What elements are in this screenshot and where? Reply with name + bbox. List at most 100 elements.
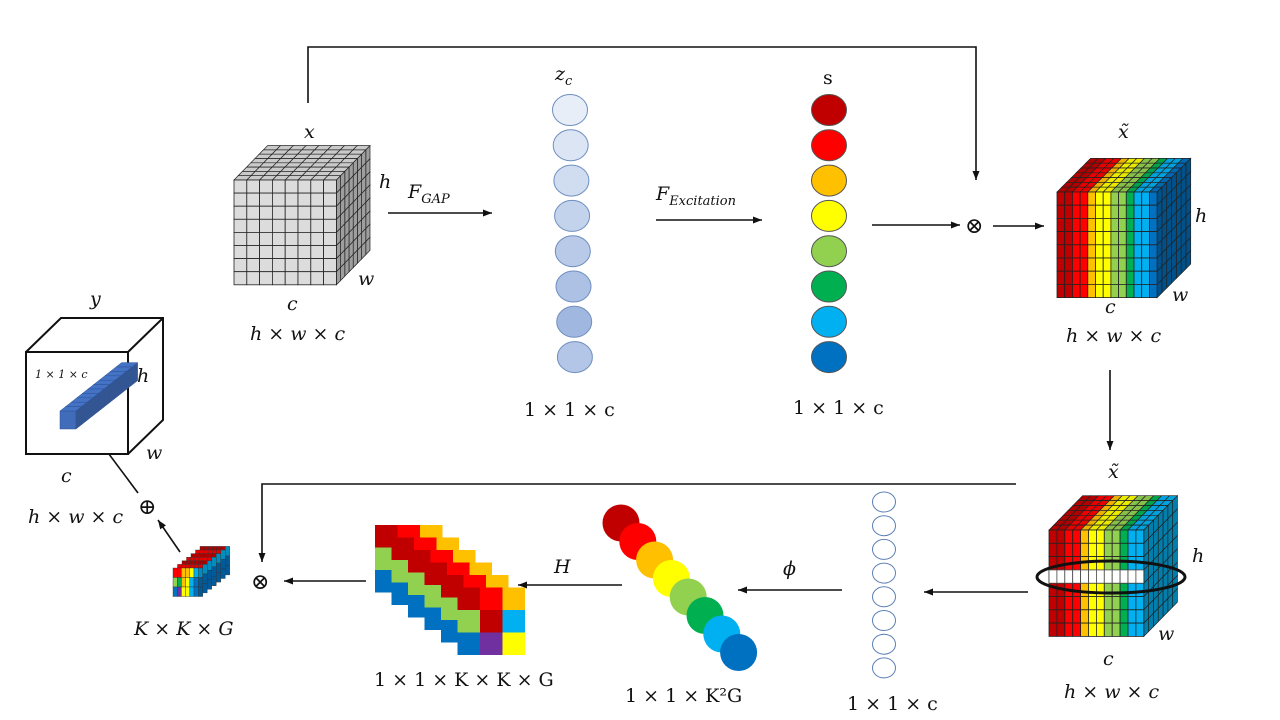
label-x: x bbox=[304, 121, 315, 143]
cube-cell-front bbox=[259, 231, 273, 246]
cube-cell-front bbox=[1111, 529, 1121, 544]
cube-cell-front bbox=[1072, 191, 1081, 206]
cube-cell-front bbox=[297, 245, 312, 260]
cube-cell-front bbox=[259, 218, 273, 233]
cube-cell-front bbox=[1110, 204, 1120, 219]
highlight-pixel bbox=[1135, 569, 1145, 584]
z-circle bbox=[552, 129, 589, 162]
cube-cell-front bbox=[1072, 270, 1081, 285]
cube-cell-front bbox=[297, 231, 312, 246]
highlight-pixel bbox=[1096, 569, 1105, 584]
kkg-cell-front bbox=[172, 567, 178, 578]
cube-cell-front bbox=[1064, 191, 1073, 206]
kkg-cell-side bbox=[220, 549, 226, 560]
cube-cell-front bbox=[1133, 231, 1143, 246]
kkg-cell-side bbox=[224, 555, 230, 566]
cube-cell-front bbox=[1096, 609, 1105, 624]
label-c-y: c bbox=[61, 465, 72, 487]
cube-cell-front bbox=[271, 231, 286, 246]
cube-cell-front bbox=[1149, 231, 1158, 246]
excitation-vector-s bbox=[811, 94, 847, 374]
cube-cell-front bbox=[1072, 204, 1081, 219]
label-c-top: c bbox=[287, 293, 298, 315]
kkg-cell-side bbox=[202, 573, 208, 584]
kernel-circle bbox=[720, 634, 758, 671]
kkg-cell-top bbox=[203, 553, 209, 558]
cube-cell-front bbox=[1048, 596, 1058, 611]
cube-cell-front bbox=[1080, 542, 1089, 557]
kkg-cell-top bbox=[190, 560, 195, 565]
kernel-grid-cell bbox=[502, 610, 525, 633]
pixel-circle bbox=[872, 491, 896, 513]
cube-cell-front bbox=[1135, 609, 1145, 624]
cube-cell-front bbox=[1064, 257, 1073, 272]
cube-cell-front bbox=[1056, 204, 1066, 219]
cube-cell-front bbox=[1056, 270, 1066, 285]
cube-cell-front bbox=[246, 231, 261, 246]
cube-cell-front bbox=[284, 218, 299, 233]
cube-cell-front bbox=[1135, 542, 1145, 557]
cube-cell-front bbox=[1056, 217, 1066, 232]
cube-cell-front bbox=[284, 271, 299, 286]
kkg-cell-front bbox=[185, 586, 191, 597]
label-c-br: c bbox=[1103, 648, 1114, 670]
kkg-cell-top bbox=[181, 564, 187, 569]
cube-cell-front bbox=[1080, 529, 1089, 544]
cube-cell-front bbox=[1064, 217, 1073, 232]
kkg-cell-side bbox=[206, 579, 212, 590]
cube-cell-front bbox=[1118, 204, 1127, 219]
cube-cell-front bbox=[1072, 542, 1081, 557]
kkg-cell-side bbox=[202, 583, 208, 594]
cube-cell-front bbox=[1111, 622, 1121, 637]
kkg-cell-front bbox=[185, 577, 191, 588]
cube-cell-front bbox=[1133, 283, 1143, 298]
cube-cell-front bbox=[1095, 204, 1104, 219]
cube-cell-front bbox=[1111, 542, 1121, 557]
kkg-cell-top bbox=[203, 546, 209, 551]
cube-cell-front bbox=[1064, 283, 1073, 298]
cube-cell-front bbox=[297, 179, 312, 194]
kkg-cell-front bbox=[176, 586, 182, 597]
cube-cell-front bbox=[1127, 582, 1137, 597]
cube-cell-front bbox=[1149, 191, 1158, 206]
cube-cell-front bbox=[1141, 204, 1150, 219]
cube-cell-front bbox=[1064, 270, 1073, 285]
pixel-vector-bottom bbox=[872, 491, 896, 679]
label-w-br: w bbox=[1158, 623, 1174, 645]
cube-cell-front bbox=[1118, 257, 1127, 272]
kkg-cell-top bbox=[220, 546, 226, 551]
z-circle bbox=[556, 341, 593, 374]
cube-cell-front bbox=[1111, 609, 1121, 624]
cube-cell-front bbox=[1102, 217, 1112, 232]
s-circle bbox=[811, 199, 847, 232]
kkg-cell-top bbox=[177, 564, 182, 569]
label-dims-y-inner: 1 × 1 × c bbox=[35, 368, 88, 381]
cube-cell-front bbox=[1125, 283, 1135, 298]
kkg-cell-top bbox=[195, 549, 200, 554]
kkg-cell-side bbox=[220, 568, 226, 579]
cube-cell-front bbox=[271, 271, 286, 286]
cube-cell-front bbox=[1125, 191, 1135, 206]
cube-cell-front bbox=[246, 179, 261, 194]
cube-cell-front bbox=[1133, 270, 1143, 285]
cube-cell-front bbox=[259, 271, 273, 286]
cube-cell-front bbox=[1079, 270, 1089, 285]
cube-cell-front bbox=[1095, 270, 1104, 285]
skip-connection-arrow bbox=[307, 46, 980, 180]
cube-cell-front bbox=[1141, 231, 1150, 246]
label-w-top: w bbox=[358, 268, 374, 290]
cube-cell-front bbox=[1096, 622, 1105, 637]
cube-cell-front bbox=[1119, 542, 1129, 557]
cube-cell-front bbox=[1135, 622, 1145, 637]
cube-cell-front bbox=[310, 231, 324, 246]
kkg-cell-front bbox=[189, 577, 195, 588]
cube-cell-front bbox=[1087, 191, 1096, 206]
kernel-grid-cell bbox=[457, 610, 480, 633]
cube-cell-front bbox=[1056, 191, 1066, 206]
cube-cell-front bbox=[1072, 529, 1081, 544]
pixel-circle bbox=[872, 515, 896, 537]
cube-cell-front bbox=[1088, 542, 1097, 557]
kkg-cell-front bbox=[185, 567, 191, 578]
cube-cell-front bbox=[1087, 283, 1096, 298]
highlight-pixel bbox=[1080, 569, 1089, 584]
